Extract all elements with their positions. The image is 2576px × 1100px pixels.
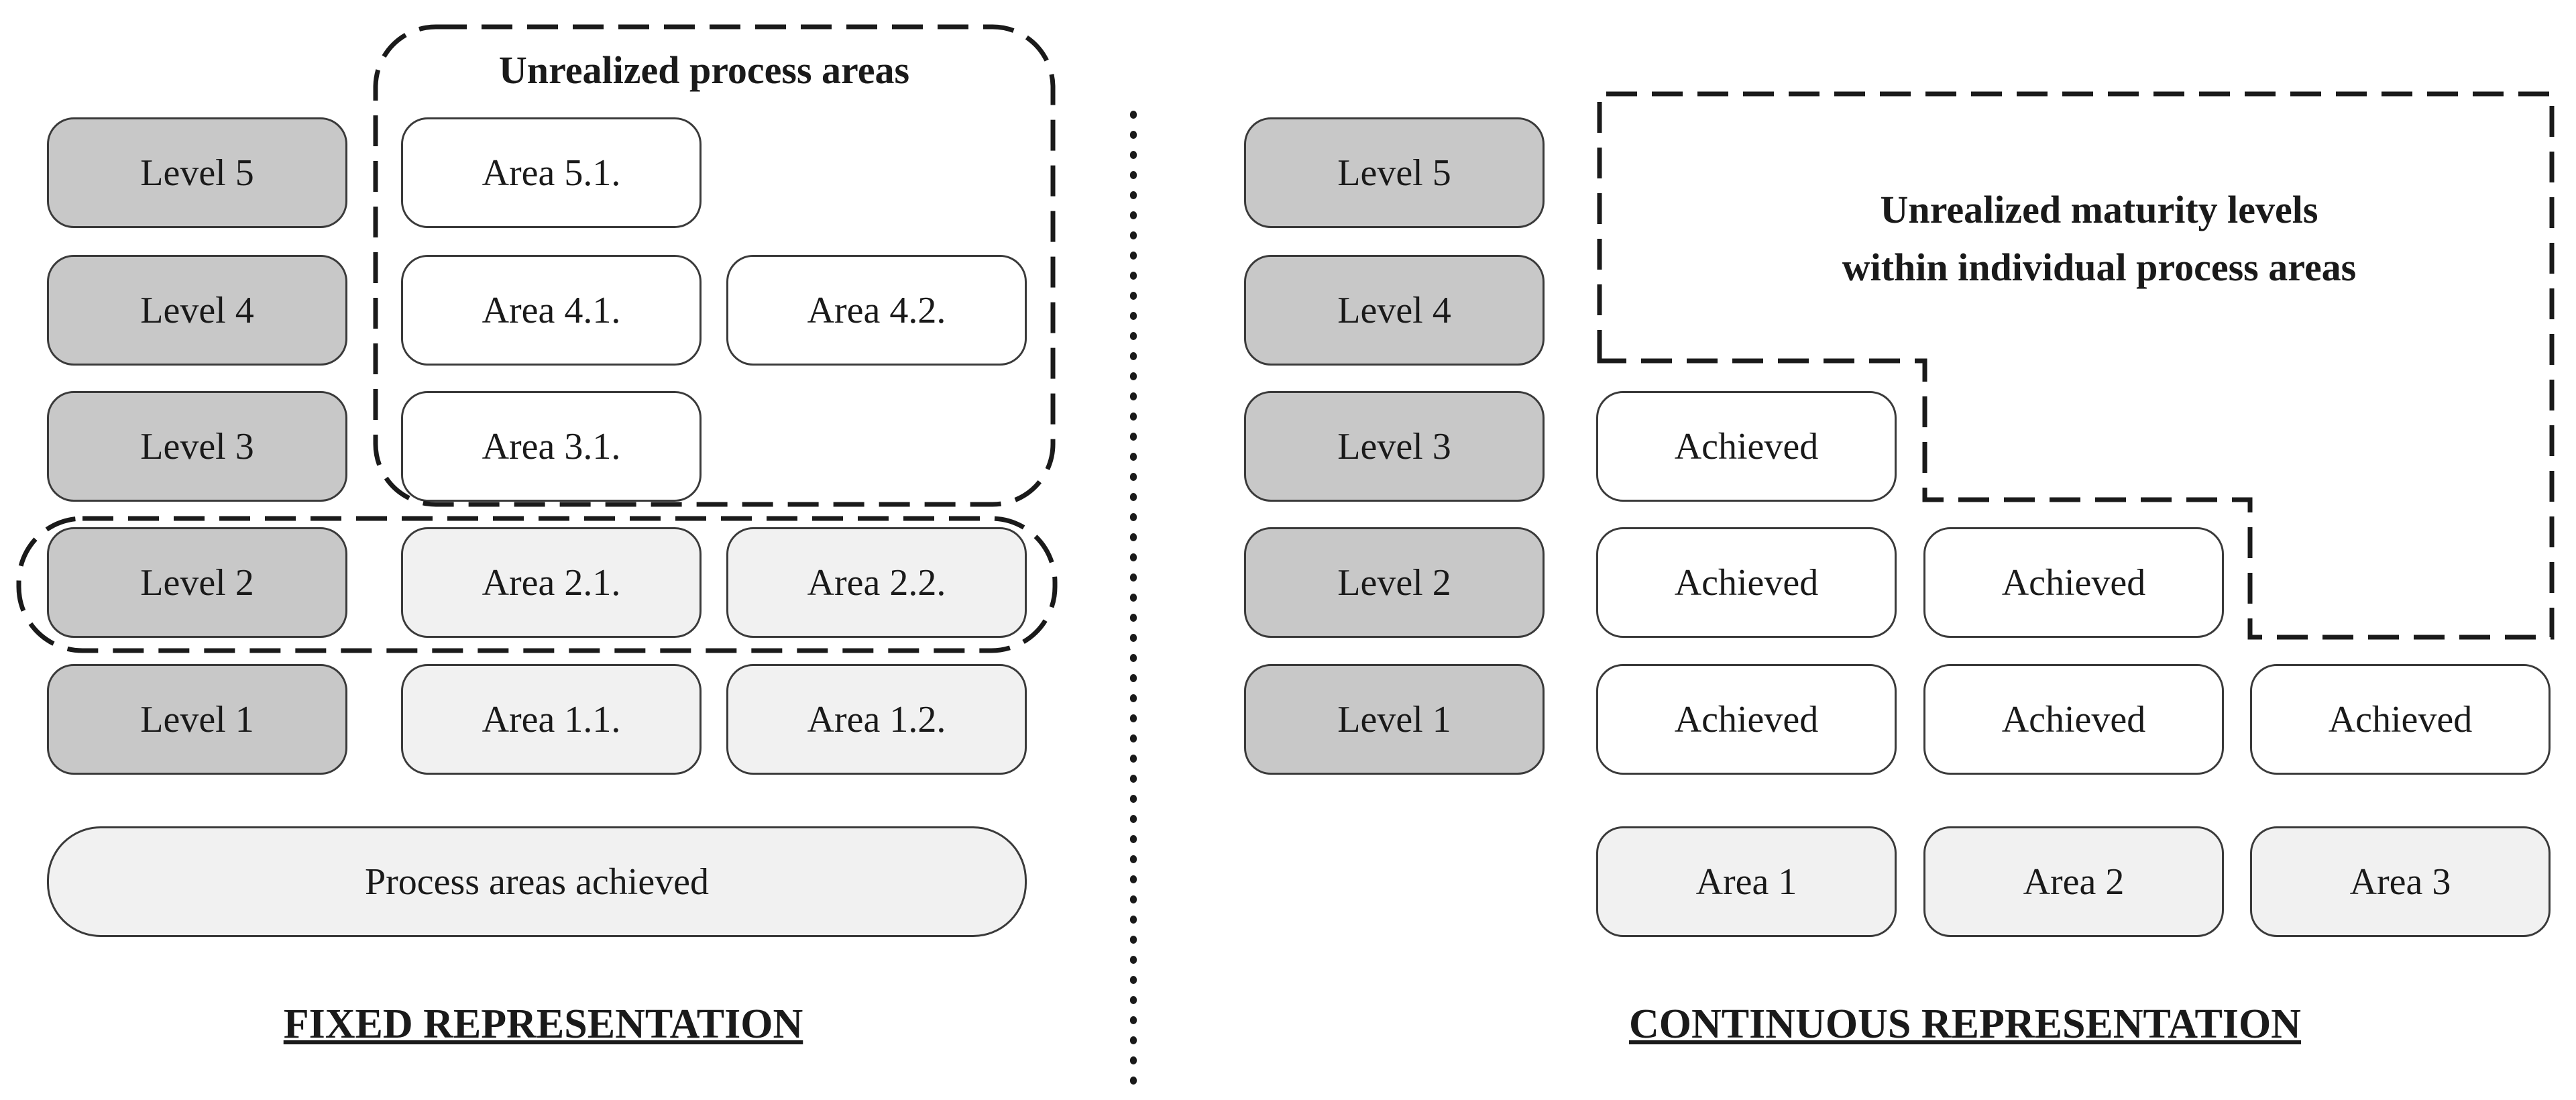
fixed-level-5: Level 5 bbox=[47, 117, 347, 228]
unrealized-maturity-levels-label: Unrealized maturity levels within indivi… bbox=[1717, 181, 2481, 296]
achieved-area3-level1: Achieved bbox=[2250, 664, 2551, 775]
area-5-1: Area 5.1. bbox=[401, 117, 702, 228]
area-2-2: Area 2.2. bbox=[726, 527, 1027, 638]
area-1-1: Area 1.1. bbox=[401, 664, 702, 775]
continuous-level-5: Level 5 bbox=[1244, 117, 1545, 228]
area-2-1: Area 2.1. bbox=[401, 527, 702, 638]
fixed-level-1: Level 1 bbox=[47, 664, 347, 775]
continuous-level-3: Level 3 bbox=[1244, 391, 1545, 502]
process-areas-achieved: Process areas achieved bbox=[47, 826, 1027, 937]
fixed-level-3: Level 3 bbox=[47, 391, 347, 502]
achieved-area2-level2: Achieved bbox=[1923, 527, 2224, 638]
area-3-1: Area 3.1. bbox=[401, 391, 702, 502]
area-3: Area 3 bbox=[2250, 826, 2551, 937]
achieved-area1-level3: Achieved bbox=[1596, 391, 1897, 502]
area-1-2: Area 1.2. bbox=[726, 664, 1027, 775]
achieved-area1-level1: Achieved bbox=[1596, 664, 1897, 775]
continuous-representation-title: CONTINUOUS REPRESENTATION bbox=[1629, 1001, 2301, 1047]
continuous-level-1: Level 1 bbox=[1244, 664, 1545, 775]
area-4-1: Area 4.1. bbox=[401, 255, 702, 366]
continuous-level-4: Level 4 bbox=[1244, 255, 1545, 366]
unrealized-maturity-line-1: Unrealized maturity levels bbox=[1880, 188, 2318, 231]
fixed-level-2: Level 2 bbox=[47, 527, 347, 638]
fixed-level-4: Level 4 bbox=[47, 255, 347, 366]
achieved-area2-level1: Achieved bbox=[1923, 664, 2224, 775]
area-1: Area 1 bbox=[1596, 826, 1897, 937]
unrealized-maturity-line-2: within individual process areas bbox=[1842, 245, 2357, 289]
fixed-representation-title: FIXED REPRESENTATION bbox=[283, 1001, 803, 1047]
achieved-area1-level2: Achieved bbox=[1596, 527, 1897, 638]
continuous-level-2: Level 2 bbox=[1244, 527, 1545, 638]
area-4-2: Area 4.2. bbox=[726, 255, 1027, 366]
unrealized-process-areas-label: Unrealized process areas bbox=[498, 48, 910, 92]
area-2: Area 2 bbox=[1923, 826, 2224, 937]
